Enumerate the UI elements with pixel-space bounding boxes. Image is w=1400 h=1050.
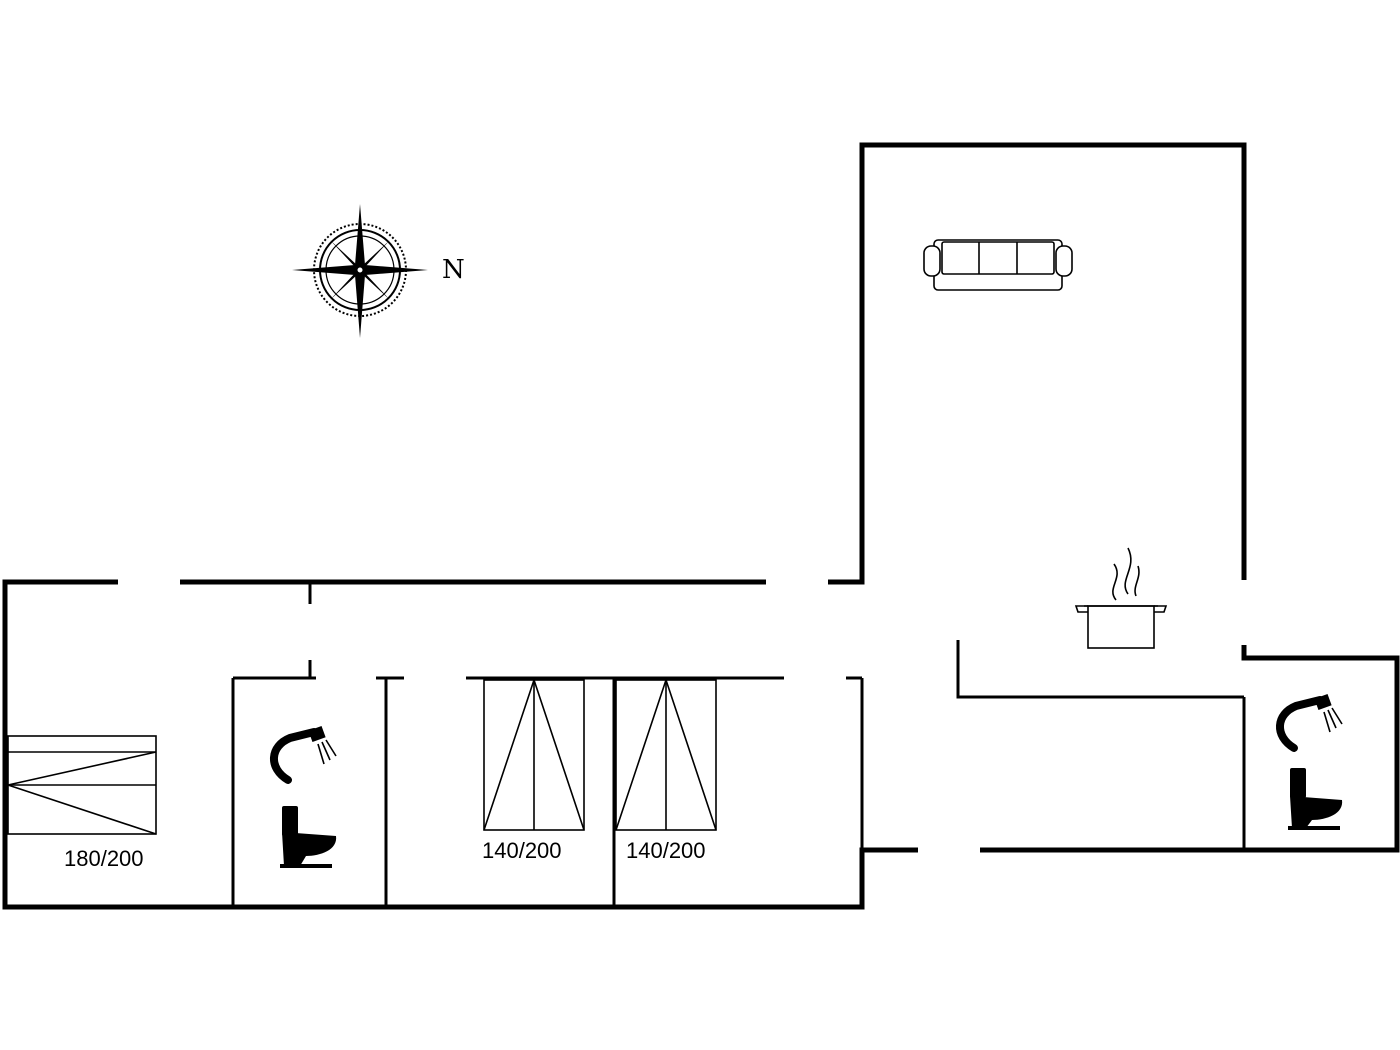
- shower-icon: [1276, 693, 1343, 752]
- bed-size-label: 140/200: [482, 838, 562, 863]
- toilet-icon: [1288, 768, 1343, 830]
- interior-walls: [231, 584, 1246, 905]
- compass-rose-icon: [292, 204, 428, 338]
- cooking-pot-icon: [1074, 547, 1168, 649]
- bed-size-label: 140/200: [626, 838, 706, 863]
- shower-icon: [270, 725, 337, 784]
- toilet-icon: [280, 806, 337, 868]
- bed-180-200: [7, 735, 157, 835]
- bed-140-200: [483, 679, 585, 831]
- bed-140-200: [615, 679, 717, 831]
- sofa-icon: [923, 239, 1073, 291]
- bed-size-label: 180/200: [64, 846, 144, 871]
- outer-walls: [2, 142, 1400, 910]
- compass-north-label: N: [442, 255, 465, 285]
